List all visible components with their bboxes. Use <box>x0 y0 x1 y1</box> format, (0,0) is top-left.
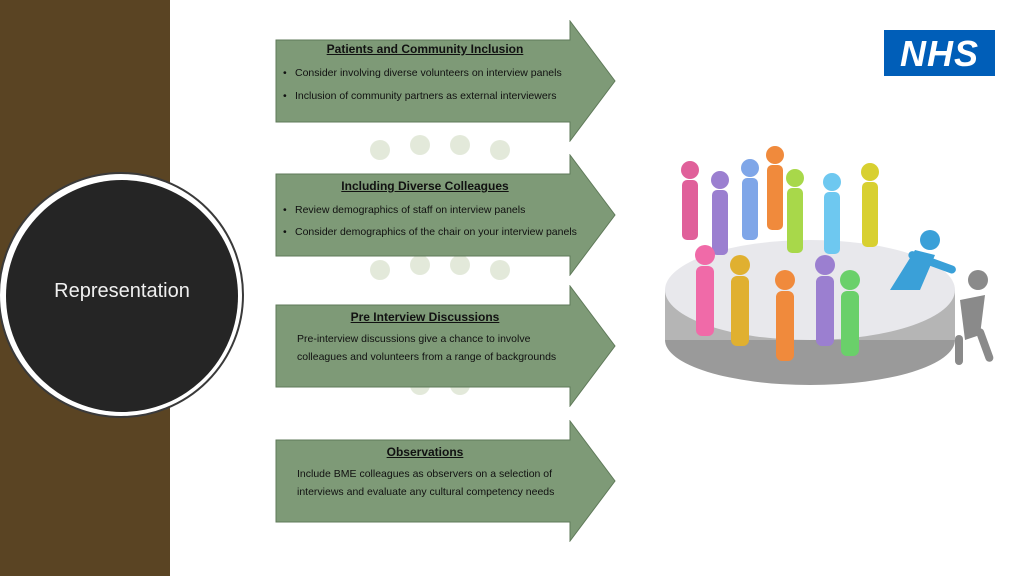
arrow-shape <box>275 285 616 407</box>
arrow-shape <box>275 20 616 142</box>
arrow-shape <box>275 154 616 276</box>
bullet-item: •Consider involving diverse volunteers o… <box>283 67 562 79</box>
section-title: Representation <box>54 280 190 302</box>
arrow-text-line: interviews and evaluate any cultural com… <box>297 486 555 498</box>
arrow-text-line: Include BME colleagues as observers on a… <box>297 468 553 480</box>
arrow-title: Including Diverse Colleagues <box>341 179 509 193</box>
bullet-item: •Inclusion of community partners as exte… <box>283 90 557 102</box>
arrow-text-line: colleagues and volunteers from a range o… <box>297 351 557 363</box>
bullet-item: •Consider demographics of the chair on y… <box>283 226 577 238</box>
nhs-logo: NHS <box>884 30 995 76</box>
arrow-shape <box>275 420 616 542</box>
arrow-title: Pre Interview Discussions <box>350 310 500 324</box>
arrow-title: Observations <box>386 445 464 459</box>
arrow-patients-community: Patients and Community Inclusion •Consid… <box>275 20 617 142</box>
arrow-text-line: Pre-interview discussions give a chance … <box>297 333 531 345</box>
diverse-people-illustration <box>665 146 994 385</box>
nhs-logo-text: NHS <box>899 33 979 74</box>
arrow-pre-interview: Pre Interview Discussions Pre-interview … <box>275 285 617 407</box>
bullet-item: •Review demographics of staff on intervi… <box>283 204 526 216</box>
arrow-observations: Observations Include BME colleagues as o… <box>275 420 617 542</box>
arrow-diverse-colleagues: Including Diverse Colleagues •Review dem… <box>275 154 617 276</box>
arrow-title: Patients and Community Inclusion <box>326 42 524 56</box>
section-circle <box>6 180 238 412</box>
